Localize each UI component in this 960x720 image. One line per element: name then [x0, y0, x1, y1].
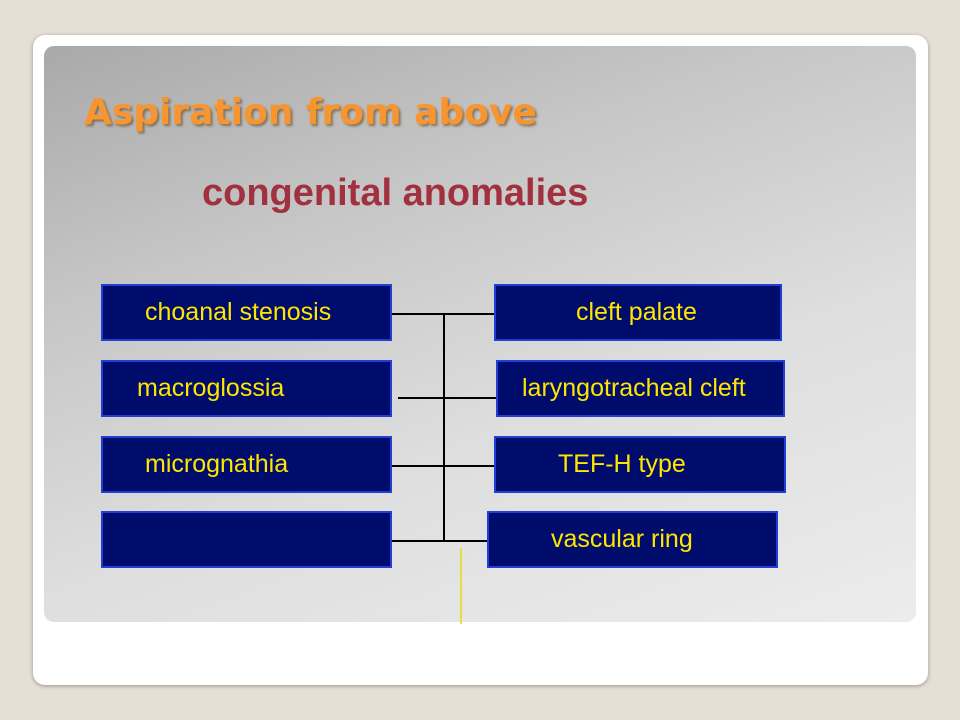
box-label: cleft palate [576, 298, 697, 326]
box-empty [101, 511, 392, 568]
box-label: vascular ring [551, 525, 693, 553]
connector-vertical [443, 314, 445, 540]
box-macroglossia: macroglossia [101, 360, 392, 417]
box-micrognathia: micrognathia [101, 436, 392, 493]
connector-row-1 [392, 313, 494, 315]
box-label: macroglossia [137, 374, 285, 402]
box-label: TEF-H type [558, 450, 686, 478]
box-cleft-palate: cleft palate [494, 284, 782, 341]
slide-subtitle: congenital anomalies [202, 172, 589, 214]
box-tef-h-type: TEF-H type [494, 436, 786, 493]
box-label: laryngotracheal cleft [522, 374, 746, 402]
box-label: micrognathia [145, 450, 289, 478]
connector-row-4 [392, 540, 488, 542]
box-choanal-stenosis: choanal stenosis [101, 284, 392, 341]
connector-row-3 [392, 465, 494, 467]
box-vascular-ring: vascular ring [487, 511, 778, 568]
box-label: choanal stenosis [145, 298, 332, 326]
connector-yellow-vertical [460, 548, 462, 624]
slide-title: Aspiration from above [84, 92, 537, 133]
connector-row-2 [398, 397, 496, 399]
box-laryngotracheal-cleft: laryngotracheal cleft [496, 360, 785, 417]
